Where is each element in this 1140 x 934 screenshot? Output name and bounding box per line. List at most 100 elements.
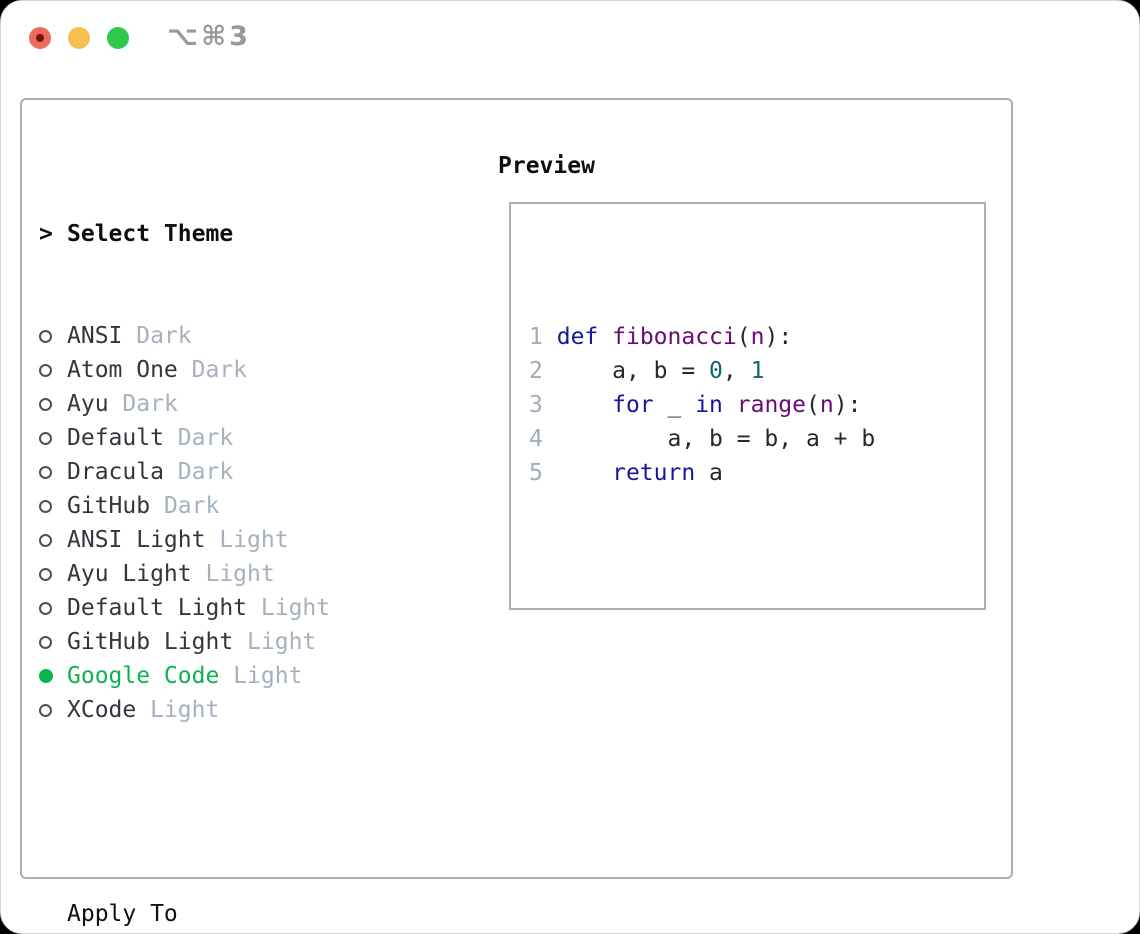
token-kw: return [612,460,696,486]
window-title: ⌥⌘3 [167,21,251,52]
theme-option[interactable]: ANSI Light Light [39,523,427,557]
theme-option[interactable]: XCode Light [39,693,427,727]
option-label: Google Code [67,663,220,689]
minimize-button[interactable] [68,27,90,49]
token-pl: a [695,460,723,486]
option-variant-tag: Dark [136,323,192,349]
option-label: Ayu Light [67,561,192,587]
radio-icon [39,602,52,615]
radio-cell [39,659,67,693]
option-variant-tag: Light [260,595,331,621]
preview-heading: Preview [498,153,595,179]
option-label: Default Light [67,595,248,621]
theme-option[interactable]: Google Code Light [39,659,427,693]
radio-icon [39,398,52,411]
gap [543,426,557,452]
token-num: 0 [709,358,723,384]
token-kw: def [556,324,599,350]
gap [543,392,557,418]
radio-icon [39,330,52,343]
line-number: 3 [529,392,543,418]
option-variant-tag: Light [233,663,303,689]
radio-selected-icon [39,669,53,683]
radio-icon [39,432,52,445]
token-fn: n [750,324,765,350]
theme-option[interactable]: Ayu Light Light [39,557,427,591]
radio-icon [39,534,52,547]
code-line: 2 a, b = 0, 1 [529,354,984,388]
radio-icon [39,500,52,513]
token-pl: a, b = b, a + b [556,426,876,452]
zoom-button[interactable] [107,27,129,49]
option-label: GitHub [67,493,151,519]
theme-option[interactable]: Ayu Dark [39,387,427,421]
code-line: 5 return a [529,456,984,490]
option-variant-tag: Dark [122,391,178,417]
radio-icon [39,568,52,581]
radio-cell [39,489,67,523]
token-pl: ( [736,324,751,350]
option-label: Atom One [67,357,178,383]
token-pl: ( [806,392,820,418]
theme-option[interactable]: Default Dark [39,421,427,455]
option-variant-tag: Light [150,697,220,723]
apply-to-heading-row: Apply To [39,897,427,931]
theme-option[interactable]: Dracula Dark [39,455,427,489]
selection-cursor-icon: > [39,221,53,247]
gap [543,324,557,350]
option-label: ANSI Light [67,527,206,553]
theme-option[interactable]: Atom One Dark [39,353,427,387]
token-num: 1 [750,358,765,384]
line-number: 1 [529,324,543,350]
option-label: Dracula [67,459,164,485]
radio-cell [39,319,67,353]
option-label: Default [67,425,164,451]
theme-menu-heading: > Select Theme [39,217,427,251]
radio-cell [39,557,67,591]
spacer [529,558,984,592]
app-frame [20,98,1013,879]
radio-cell [39,693,67,727]
token-pl [557,392,612,418]
token-pl [557,460,612,486]
option-variant-tag: Light [205,561,275,587]
radio-cell [39,353,67,387]
gap [543,460,557,486]
token-fn: fibonacci [612,324,737,350]
gap [543,358,557,384]
radio-cell [39,523,67,557]
token-pl [598,324,612,350]
option-label: ANSI [67,323,123,349]
option-variant-tag: Dark [177,425,234,451]
radio-cell [39,625,67,659]
theme-menu-title: Select Theme [67,221,234,247]
radio-cell [39,591,67,625]
token-pl: _ [653,392,696,418]
token-pl: a, b = [556,358,710,384]
token-kw: in [695,392,723,418]
theme-option[interactable]: GitHub Dark [39,489,427,523]
token-kw: for [612,392,654,418]
apply-to-heading: Apply To [67,901,178,927]
token-pl [723,392,737,418]
code-line: 3 for _ in range(n): [529,388,984,422]
radio-icon [39,364,52,377]
close-button[interactable] [29,27,51,49]
token-pl: ): [833,392,862,418]
theme-option[interactable]: GitHub Light Light [39,625,427,659]
option-label: XCode [67,697,137,723]
radio-icon [39,636,52,649]
radio-cell [39,387,67,421]
edited-indicator-icon [36,34,44,42]
theme-option[interactable]: ANSI Dark [39,319,427,353]
token-pl: ): [764,324,793,350]
token-pl: , [722,358,751,384]
theme-option[interactable]: Default Light Light [39,591,427,625]
line-number: 5 [529,460,543,486]
radio-cell [39,421,67,455]
